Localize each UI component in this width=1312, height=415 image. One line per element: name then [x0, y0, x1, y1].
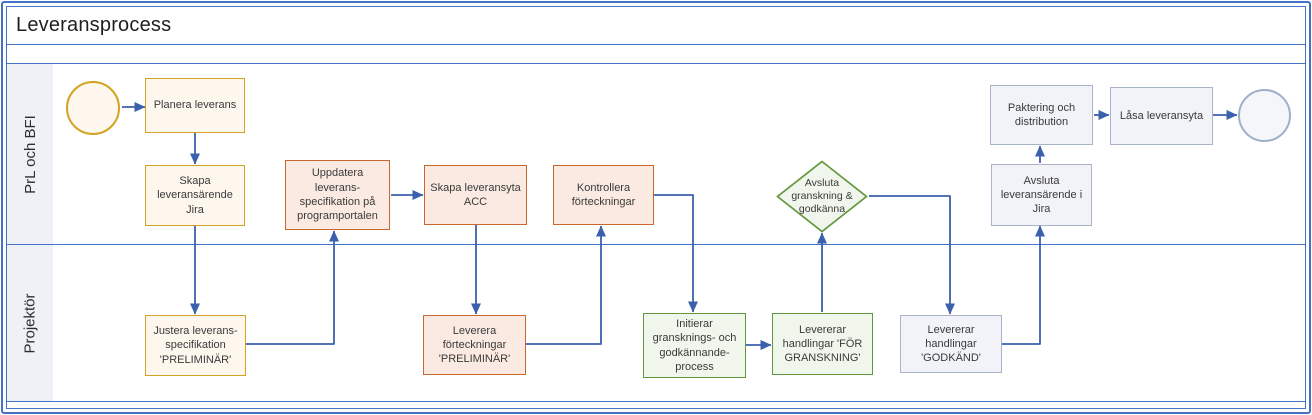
- task-skapa-leveransyta-acc[interactable]: Skapa leveransyta ACC: [424, 165, 527, 225]
- task-paktering-och-distribution[interactable]: Paktering och distribution: [990, 85, 1093, 145]
- task-justera-leveransspecifikation[interactable]: Justera leverans- specifikation 'PRELIMI…: [145, 315, 246, 376]
- task-initierar-gransknings-process[interactable]: Initierar gransknings- och godkännande- …: [643, 313, 746, 378]
- task-skapa-leveransarende-jira[interactable]: Skapa leveransärende Jira: [145, 165, 245, 226]
- pool-title: Leveransprocess: [16, 14, 172, 36]
- task-uppdatera-leveransspecifikation[interactable]: Uppdatera leverans- specifikation på pro…: [285, 160, 390, 230]
- phase-band: [7, 45, 1305, 64]
- decision-diamond-shape: [776, 160, 868, 233]
- task-lasa-leveransyta[interactable]: Låsa leveransyta: [1110, 87, 1213, 145]
- task-kontrollera-forteckningar[interactable]: Kontrollera förteckningar: [553, 165, 654, 225]
- task-planera-leverans[interactable]: Planera leverans: [145, 78, 245, 133]
- task-levererar-handlingar-godkand[interactable]: Levererar handlingar 'GODKÄND': [900, 315, 1002, 373]
- lane-label-projektor: Projektör: [7, 245, 53, 401]
- start-event-circle[interactable]: [66, 81, 120, 135]
- lane-label-prl-och-bfi: PrL och BFI: [7, 64, 53, 244]
- lane-label-text: PrL och BFI: [21, 114, 39, 194]
- pool-title-bar: Leveransprocess: [7, 7, 1305, 45]
- pool-bottom-strip: [7, 402, 1305, 408]
- lane-label-text: Projektör: [21, 292, 39, 354]
- end-event-circle[interactable]: [1238, 89, 1291, 142]
- decision-avsluta-granskning-godkanna[interactable]: Avsluta granskning & godkänna: [776, 160, 868, 233]
- task-levererar-handlingar-for-granskning[interactable]: Levererar handlingar 'FÖR GRANSKNING': [772, 313, 873, 375]
- task-avsluta-leveransarende-jira[interactable]: Avsluta leveransärende i Jira: [991, 164, 1092, 226]
- decision-label: Avsluta granskning & godkänna: [791, 176, 853, 216]
- task-leverera-forteckningar[interactable]: Leverera förteckningar 'PRELIMINÄR': [423, 315, 526, 375]
